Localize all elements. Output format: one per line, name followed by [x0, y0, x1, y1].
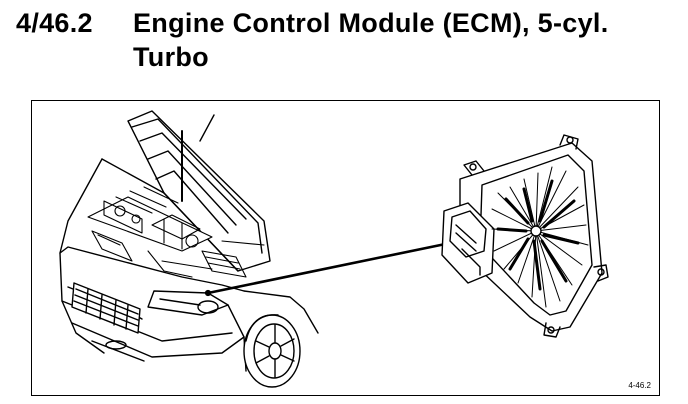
section-number: 4/46.2: [16, 8, 93, 38]
leader-dot: [204, 289, 212, 297]
car-with-open-hood-icon: [59, 110, 319, 388]
section-title-line-2: Turbo: [133, 42, 209, 72]
ecm-unit-icon: [441, 134, 609, 338]
leader-line: [206, 239, 462, 295]
figure-frame: 4-46.2: [31, 100, 660, 396]
technical-illustration: [59, 110, 609, 388]
wheel-icon: [243, 314, 301, 388]
section-title: Engine Control Module (ECM), 5-cyl. Turb…: [133, 6, 673, 74]
section-heading: 4/46.2 Engine Control Module (ECM), 5-cy…: [16, 6, 676, 80]
figure-code: 4-46.2: [628, 381, 651, 390]
section-title-line-1: Engine Control Module (ECM), 5-cyl.: [133, 8, 609, 38]
